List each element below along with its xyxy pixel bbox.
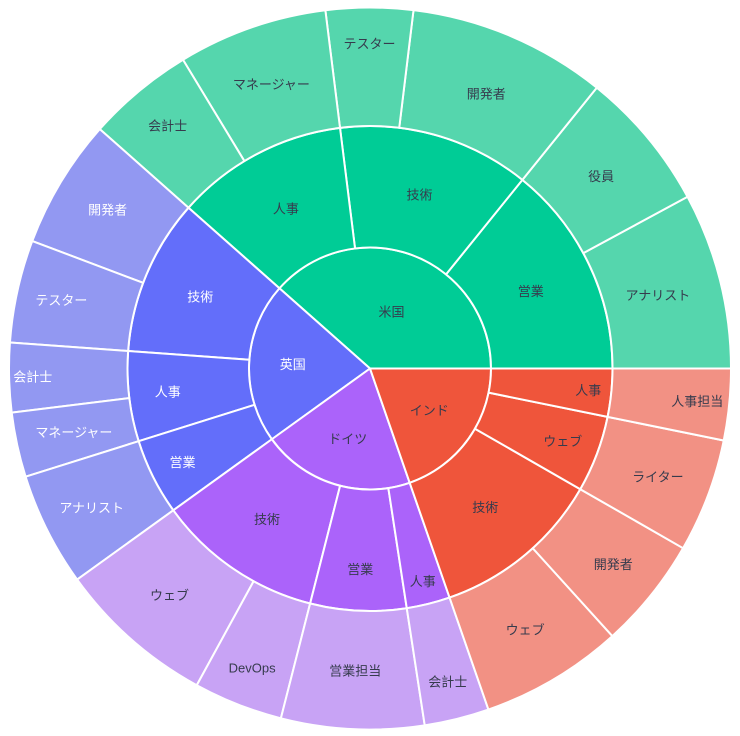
sector-インド-人事-人事担当[interactable]	[606, 367, 732, 442]
